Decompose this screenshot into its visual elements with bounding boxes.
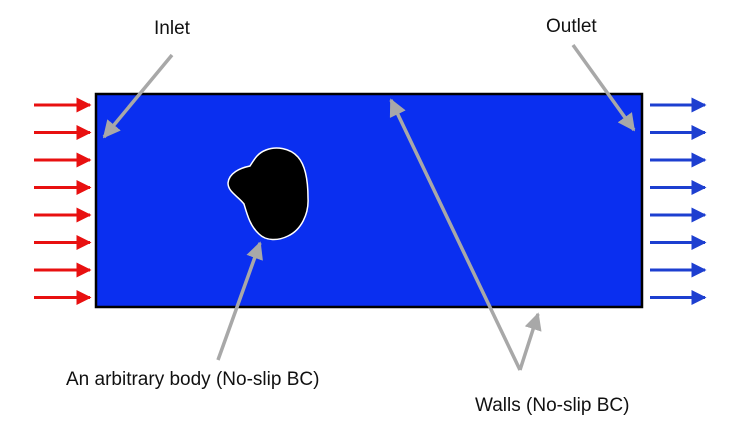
body-label: An arbitrary body (No-slip BC): [66, 369, 319, 390]
outlet-flow-arrows: [650, 97, 707, 305]
outlet-label: Outlet: [546, 16, 597, 37]
walls-callout-arrow-bottom: [518, 312, 542, 371]
arbitrary-body: [227, 147, 309, 241]
body-callout-arrow: [216, 241, 263, 361]
inlet-callout-arrow: [102, 53, 174, 139]
outlet-callout-arrow: [571, 43, 636, 132]
inlet-label: Inlet: [154, 18, 191, 39]
walls-label: Walls (No-slip BC): [475, 395, 629, 416]
walls-callout-arrow-top: [389, 98, 522, 371]
flow-domain: [94, 92, 644, 309]
inlet-flow-arrows: [34, 97, 92, 305]
